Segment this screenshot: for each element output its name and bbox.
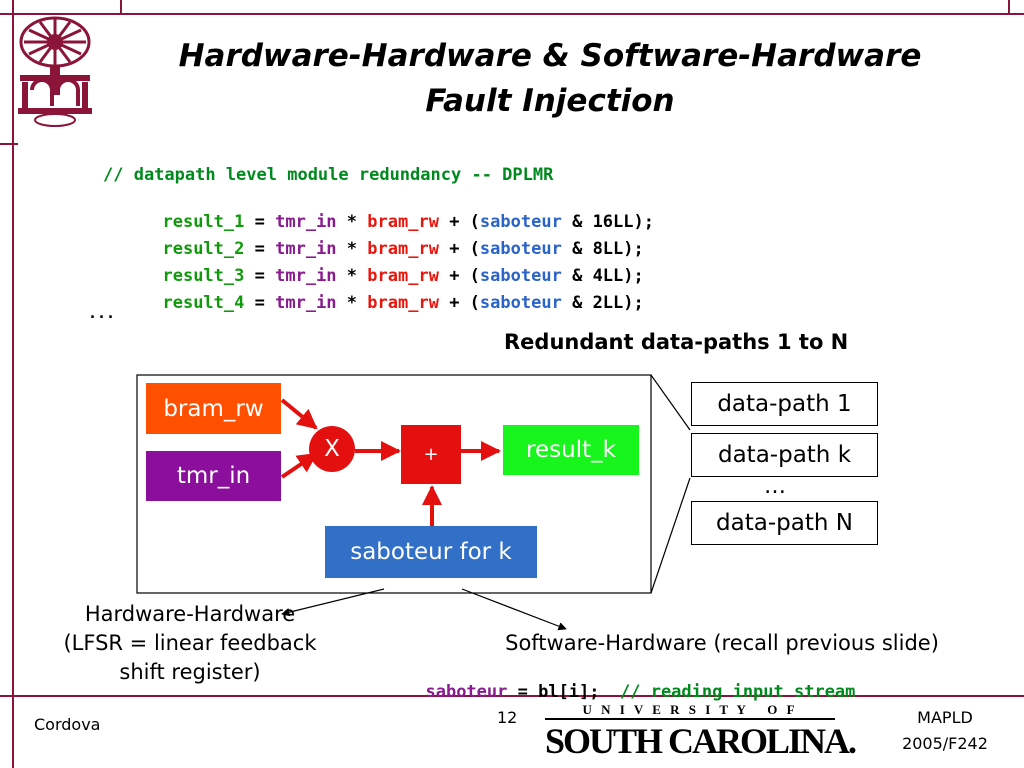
right-rule-tick (1008, 0, 1010, 14)
code-sab: saboteur (479, 293, 562, 313)
university-logo-bottom: SOUTH CAROLINA. (545, 721, 857, 761)
code-eq: = (254, 293, 265, 313)
arrow-bram-to-mult (280, 398, 318, 430)
code-tmr: tmr_in (275, 212, 337, 232)
code-comment: // datapath level module redundancy -- D… (103, 165, 554, 185)
code-plus: + ( (449, 293, 480, 313)
code-line-4: result_4 = tmr_in * bram_rw + (saboteur … (142, 273, 644, 313)
code-sab: saboteur (479, 212, 562, 232)
code-mask: 2LL); (592, 293, 644, 313)
result-k-block: result_k (503, 425, 639, 475)
code-tmr: tmr_in (275, 266, 337, 286)
data-path-1: data-path 1 (691, 382, 878, 426)
bram-rw-block: bram_rw (146, 383, 281, 434)
hardware-caption-line-1: Hardware-Hardware (84, 602, 296, 626)
code-plus: + ( (449, 239, 480, 259)
code-eq: = (254, 212, 265, 232)
multiplier-node: X (309, 426, 355, 472)
code-amp: & (572, 293, 583, 313)
pointer-hardware (281, 588, 385, 617)
adder-block: + (401, 425, 461, 484)
software-code: saboteur = bl[i]; // reading input strea… (405, 662, 855, 702)
title-line-1: Hardware-Hardware & Software-Hardware (178, 38, 922, 74)
palmetto-logo (12, 10, 98, 130)
code-result-var: result_1 (162, 212, 245, 232)
title-line-2: Fault Injection (425, 83, 675, 119)
software-caption: Software-Hardware (recall previous slide… (505, 631, 939, 655)
top-rule (0, 13, 1024, 15)
code-line-3: result_3 = tmr_in * bram_rw + (saboteur … (142, 246, 644, 286)
footer-conf-line-2: 2005/F242 (902, 734, 988, 753)
code-bram: bram_rw (367, 239, 439, 259)
data-path-k: data-path k (691, 433, 878, 477)
bottom-rule (0, 695, 1024, 697)
university-logo-top: U N I V E R S I T Y O F (545, 702, 835, 720)
software-code-comment: // reading input stream (620, 682, 856, 702)
hardware-caption-line-3: shift register) (119, 660, 261, 684)
redundant-heading: Redundant data-paths 1 to N (504, 330, 849, 354)
code-mul: * (346, 212, 358, 232)
code-result-var: result_4 (162, 293, 245, 313)
code-result-var: result_2 (162, 239, 245, 259)
code-amp: & (572, 266, 583, 286)
code-line-1: result_1 = tmr_in * bram_rw + (saboteur … (142, 192, 654, 232)
code-plus: + ( (449, 212, 480, 232)
slide-title: Hardware-Hardware & Software-Hardware Fa… (100, 34, 1000, 124)
code-ellipsis: ... (88, 304, 116, 322)
zoom-line-top (650, 374, 691, 431)
hardware-caption: Hardware-Hardware (LFSR = linear feedbac… (20, 600, 360, 687)
code-sab: saboteur (479, 239, 562, 259)
code-bram: bram_rw (367, 212, 439, 232)
code-bram: bram_rw (367, 293, 439, 313)
saboteur-block: saboteur for k (325, 526, 537, 578)
tmr-in-block: tmr_in (146, 451, 281, 501)
hardware-caption-line-2: (LFSR = linear feedback (63, 631, 317, 655)
code-tmr: tmr_in (275, 293, 337, 313)
footer-conf-line-1: MAPLD (917, 708, 973, 727)
code-mul: * (346, 239, 358, 259)
footer-conference: MAPLD 2005/F242 (880, 705, 1010, 757)
pointer-software (461, 588, 567, 631)
code-mask: 8LL); (592, 239, 644, 259)
software-code-expr: = bl[i]; (517, 682, 600, 702)
header-divider (0, 143, 18, 145)
footer-author: Cordova (34, 715, 101, 734)
data-path-n: data-path N (691, 501, 878, 545)
top-rule-tick (120, 0, 122, 14)
code-eq: = (254, 266, 265, 286)
footer-page-number: 12 (497, 708, 518, 727)
code-mul: * (346, 293, 358, 313)
code-amp: & (572, 239, 583, 259)
code-mul: * (346, 266, 358, 286)
code-sab: saboteur (479, 266, 562, 286)
code-eq: = (254, 239, 265, 259)
zoom-line-bottom (650, 477, 691, 594)
code-tmr: tmr_in (275, 239, 337, 259)
data-path-dots: … (764, 474, 786, 499)
left-rule (12, 0, 14, 768)
code-bram: bram_rw (367, 266, 439, 286)
code-line-2: result_2 = tmr_in * bram_rw + (saboteur … (142, 219, 644, 259)
code-plus: + ( (449, 266, 480, 286)
code-amp: & (572, 212, 583, 232)
code-mask: 4LL); (592, 266, 644, 286)
code-result-var: result_3 (162, 266, 245, 286)
university-logo: U N I V E R S I T Y O F SOUTH CAROLINA. (545, 702, 857, 764)
code-mask: 16LL); (592, 212, 654, 232)
software-code-var: saboteur (425, 682, 508, 702)
